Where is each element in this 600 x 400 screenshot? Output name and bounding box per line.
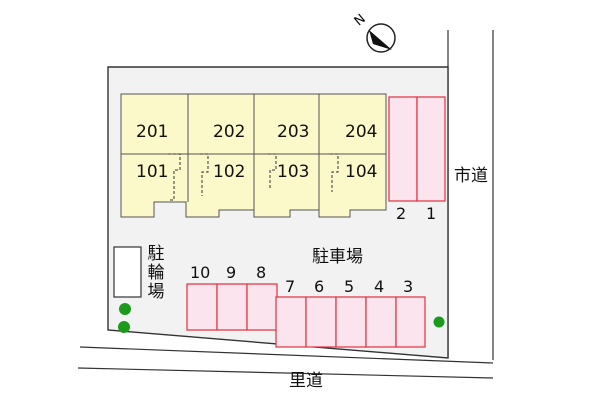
parking-space-4 (365, 296, 397, 348)
parking-number-4: 4 (374, 277, 385, 296)
bicycle-label-line-1: 駐 (147, 244, 165, 264)
parking-space-8 (246, 283, 278, 331)
village-road-line-upper (79, 346, 494, 364)
parking-space-6 (305, 296, 337, 348)
parking-number-1: 1 (426, 204, 437, 223)
bicycle-parking-area (113, 246, 142, 298)
parking-space-1 (416, 96, 446, 202)
village-road-line-lower (77, 367, 494, 379)
unit-label-203: 203 (277, 122, 310, 142)
parking-number-9: 9 (226, 263, 237, 282)
unit-label-101: 101 (136, 162, 169, 182)
bicycle-parking-label: 駐 輪 場 (146, 245, 166, 302)
parking-bottom-group (186, 283, 426, 348)
unit-label-202: 202 (213, 122, 246, 142)
parking-number-5: 5 (344, 277, 355, 296)
parking-number-7: 7 (285, 277, 296, 296)
parking-number-3: 3 (403, 277, 414, 296)
tree-icon (118, 303, 445, 333)
parking-space-3 (395, 296, 426, 348)
bicycle-label-line-3: 場 (147, 282, 165, 302)
parking-space-10 (186, 283, 218, 331)
parking-space-5 (335, 296, 367, 348)
bicycle-label-line-2: 輪 (147, 263, 165, 283)
unit-label-103: 103 (277, 162, 310, 182)
unit-label-201: 201 (136, 122, 169, 142)
parking-number-8: 8 (256, 263, 267, 282)
apartment-building (120, 93, 387, 218)
north-label: N (352, 12, 369, 30)
unit-label-204: 204 (345, 122, 378, 142)
unit-label-102: 102 (213, 162, 246, 182)
city-road-label: 市道 (454, 166, 488, 186)
village-road-label: 里道 (289, 371, 323, 391)
unit-label-104: 104 (345, 162, 378, 182)
parking-number-2: 2 (396, 204, 407, 223)
parking-space-9 (216, 283, 248, 331)
parking-title: 駐車場 (312, 247, 363, 267)
parking-number-6: 6 (314, 277, 325, 296)
parking-space-2 (388, 96, 418, 202)
parking-space-7 (275, 296, 307, 348)
north-arrow-icon: N (352, 12, 396, 53)
parking-number-10: 10 (190, 263, 211, 282)
parking-side-group (388, 96, 446, 202)
